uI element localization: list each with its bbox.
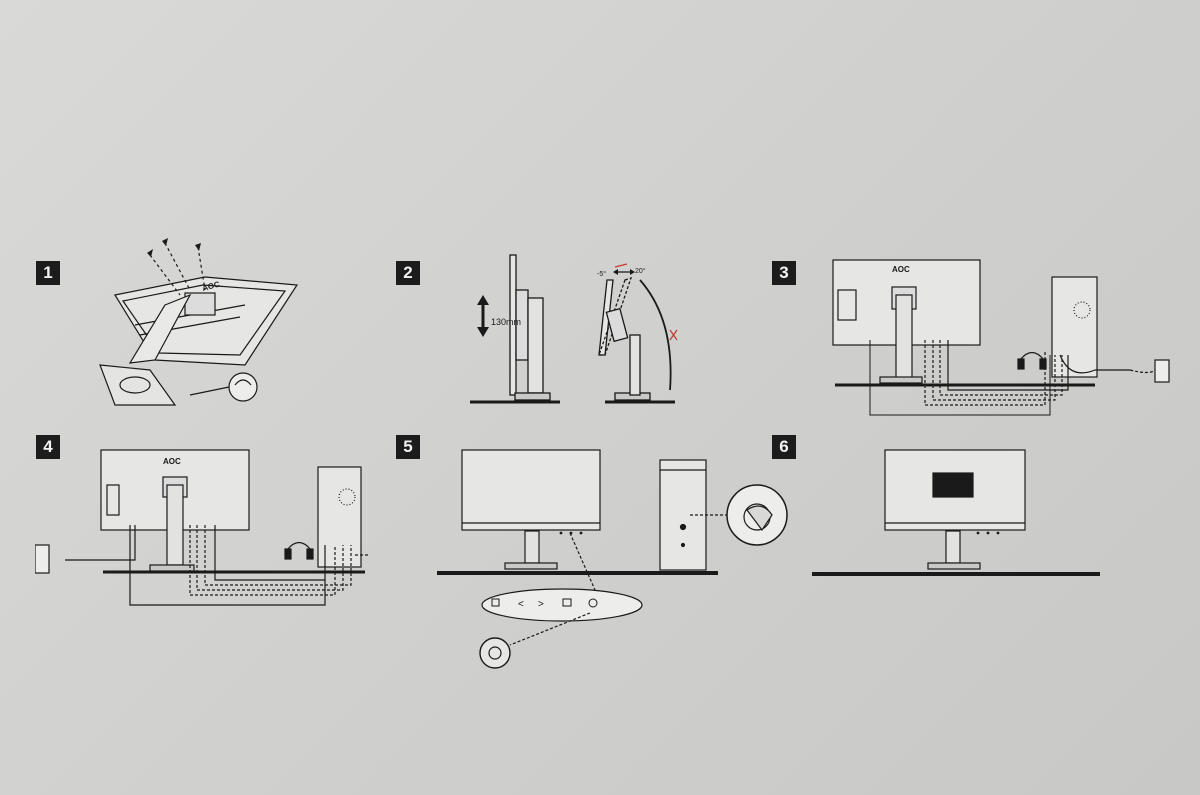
step-6-display-on-illustration [812,449,1100,576]
step-3-cable-connection-illustration: AOC [832,259,1170,416]
svg-text:>: > [538,599,544,610]
step-4-brand-logo: AOC [163,457,181,466]
tilt-back-label: 20° [635,267,646,275]
step-3-brand-logo: AOC [892,265,910,274]
step-4-cable-connection-illustration: AOC [35,449,370,606]
step-2-height-tilt-illustration: 130mm -5° 20° [470,254,678,404]
step-3-badge: 3 [772,261,796,285]
step-5-badge: 5 [396,435,420,459]
tilt-forward-label: -5° [597,270,606,278]
step-1-badge: 1 [36,261,60,285]
svg-text:<: < [518,599,524,610]
step-2-badge: 2 [396,261,420,285]
height-adjust-label: 130mm [491,317,521,327]
step-4-badge: 4 [36,435,60,459]
step-5-power-on-illustration: < > [437,449,788,669]
step-1-stand-attach-illustration: AOC [99,238,299,406]
step-6-badge: 6 [772,435,796,459]
